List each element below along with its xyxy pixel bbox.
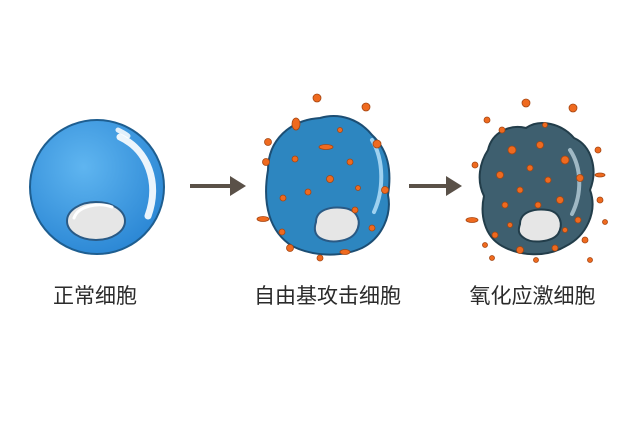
stage-label-normal: 正常细胞 (53, 284, 137, 308)
stage-label-stressed: 氧化应激细胞 (469, 284, 596, 308)
stage-label-attacked: 自由基攻击细胞 (254, 284, 401, 308)
attacked-cell-icon (256, 93, 391, 262)
nucleus-icon (313, 206, 360, 243)
nucleus-icon (517, 208, 562, 243)
stressed-cell-icon (465, 98, 608, 263)
free-radical-icon (465, 98, 608, 263)
normal-cell-icon (29, 119, 165, 255)
free-radical-icon (256, 93, 389, 262)
arrow-right-icon (409, 176, 462, 196)
arrow-right-icon (190, 176, 246, 196)
nucleus-icon (66, 201, 126, 241)
